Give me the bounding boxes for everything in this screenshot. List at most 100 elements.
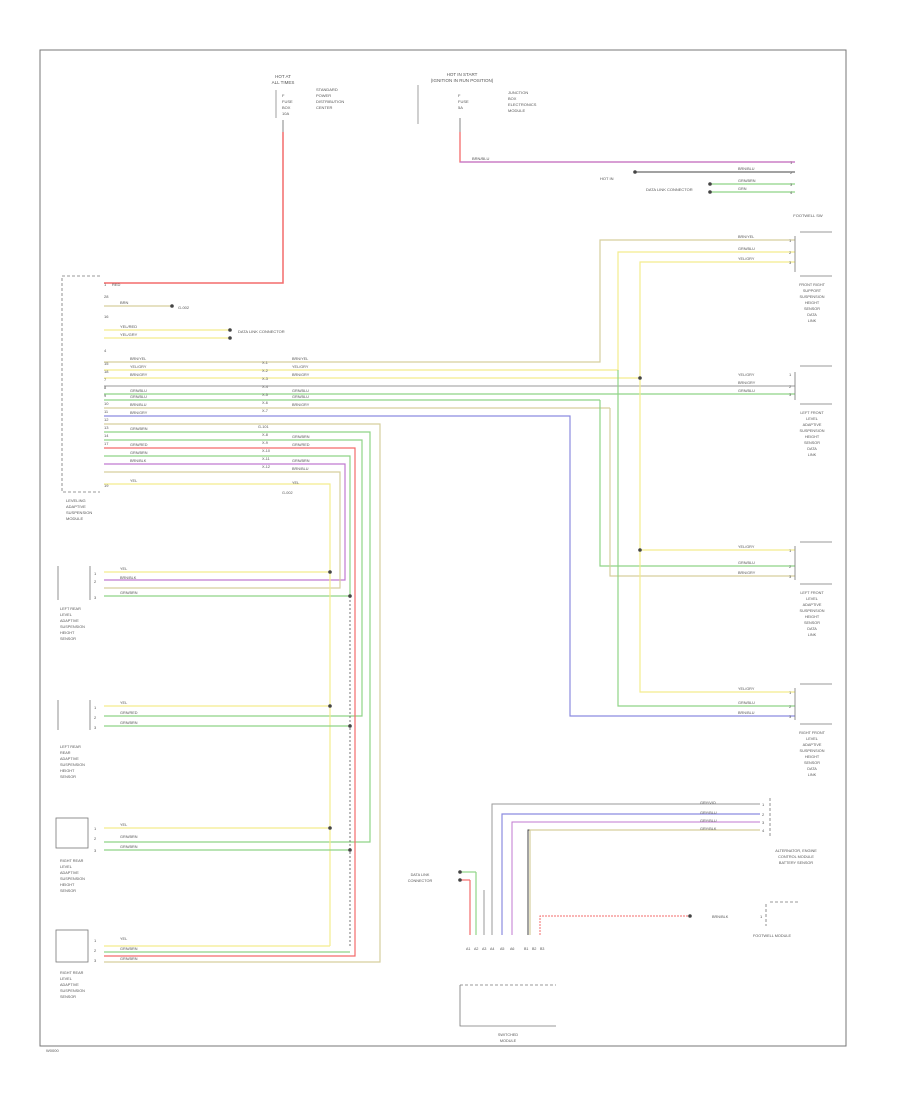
wire-label: GRN <box>738 187 747 191</box>
sensor-caption: SENSOR <box>804 761 820 765</box>
sensor-caption: HEIGHT <box>60 631 75 635</box>
bus-labels: 15 18 7 8 9 10 11 12 13 14 17 19 BRN/YEL… <box>104 357 310 495</box>
splice-dot <box>348 848 352 852</box>
wire-label: GRN/BLU <box>292 395 309 399</box>
sensor-caption: LEVEL <box>806 417 818 421</box>
sensor-caption: RIGHT REAR <box>60 971 84 975</box>
wire-label: BRN/BLK <box>120 576 137 580</box>
connector-caption: CONTROL MODULE <box>778 855 814 859</box>
fuse-hot-at-all-times: HOT AT ALL TIMES F FUSE BOX 10A STANDARD… <box>272 74 344 132</box>
wire-label: GRN/BRN <box>120 845 138 849</box>
main-bus <box>104 239 795 963</box>
pin-number: 10 <box>104 401 109 406</box>
bus-wire <box>104 447 356 957</box>
sensor-caption: SENSOR <box>60 995 76 999</box>
wire-label: GRN/BRN <box>292 435 310 439</box>
pin-number: 1 <box>789 372 792 377</box>
wire-label: BRN/GRY <box>292 373 310 377</box>
sensor-caption: LINK <box>808 633 817 637</box>
wire-label: GRN/BRN <box>292 459 310 463</box>
sensor-caption: SUSPENSION <box>60 625 85 629</box>
sensor-caption: ADAPTIVE <box>803 603 822 607</box>
sensor-caption: HEIGHT <box>60 769 75 773</box>
splice-dot <box>328 570 332 574</box>
module-caption: SWITCHED <box>498 1033 519 1037</box>
pin-number: B2 <box>532 947 536 951</box>
splice-id: X-3 <box>262 377 268 381</box>
pin-number: 9 <box>104 393 107 398</box>
sensor-caption: SENSOR <box>60 637 76 641</box>
wire-label: BRN/BLU <box>738 167 755 171</box>
splice-id: X-12 <box>262 465 270 469</box>
wire-blue <box>501 813 760 935</box>
pin-number: 4 <box>762 828 765 833</box>
module-outline <box>61 275 100 493</box>
hot-label: HOT IN <box>600 176 614 181</box>
sensor-caption: SUSPENSION <box>800 749 825 753</box>
ground-label: G-101 <box>258 425 269 429</box>
data-link-label: CONNECTOR <box>408 879 433 883</box>
wire-label: YEL/GRY <box>738 257 755 261</box>
pin-number: 2 <box>790 170 793 175</box>
wire-label: BRN/GRY <box>130 373 148 377</box>
connector-caption: BATTERY SENSOR <box>779 861 813 865</box>
sensor-caption: SENSOR <box>804 621 820 625</box>
wire-label: YEL <box>120 823 127 827</box>
pin-number: 2 <box>94 948 97 953</box>
wire-label: GRN/RED <box>120 711 138 715</box>
pin-number: 3 <box>789 392 792 397</box>
fuse-hot-in-start: HOT IN START (IGNITION IN RUN POSITION) … <box>417 72 537 132</box>
pin-number: 2 <box>789 250 792 255</box>
wire-label: BRN/YEL <box>130 357 146 361</box>
fuse-label: FUSE <box>458 99 469 104</box>
wire-red-dashed <box>539 915 690 935</box>
sensor-caption: LEVEL <box>806 737 818 741</box>
pin-number: 2 <box>94 836 97 841</box>
splice-id: X-5 <box>262 393 268 397</box>
ground-label: G-002 <box>282 491 293 495</box>
sensor-outline <box>794 683 832 725</box>
pin-number: A4 <box>490 947 494 951</box>
wire-label: YEL/GRY <box>738 373 755 377</box>
pin-number: 4 <box>104 348 107 353</box>
bus-wire <box>609 408 795 577</box>
sensor-caption: SENSOR <box>60 775 76 779</box>
pin-number: 2 <box>762 812 765 817</box>
fuse-heading-line: (IGNITION IN RUN POSITION) <box>431 78 494 83</box>
connector-caption: ALTERNATOR, ENGINE <box>775 849 817 853</box>
sensor-outline <box>55 929 89 963</box>
sensor-caption: LEVEL <box>60 977 72 981</box>
splice-id: X-4 <box>262 385 268 389</box>
ground-dot <box>170 304 174 308</box>
diagram-frame <box>39 49 847 1047</box>
sensor-caption: SUSPENSION <box>60 877 85 881</box>
pin-number: 17 <box>104 441 109 446</box>
wire-label: BRN/YEL <box>738 235 754 239</box>
wire-red-top <box>459 132 795 163</box>
sensor-caption: SUSPENSION <box>800 295 825 299</box>
wire-label: GRN/BRN <box>120 835 138 839</box>
wire-dark <box>527 829 760 935</box>
wire-label: GRY/BLU <box>700 811 717 815</box>
splice-dot <box>638 548 642 552</box>
bus-wire <box>639 550 795 693</box>
pin-number: 1 <box>790 160 793 165</box>
pin-number: 19 <box>104 483 109 488</box>
wire-label: GRY/BLU <box>700 819 717 823</box>
wire-label: YEL/RED <box>120 324 137 329</box>
sensor-caption: LEFT FRONT <box>800 591 824 595</box>
splice-dot <box>348 724 352 728</box>
pin-number: 12 <box>104 417 109 422</box>
fuse-desc: JUNCTION <box>508 90 528 95</box>
left-sensor-3: 1 2 3 YEL GRN/BRN GRN/BRN RIGHT REAR LEV… <box>55 817 352 893</box>
wire-label: GRN/BLU <box>738 701 755 705</box>
wire-label: BRN/BLU <box>292 467 309 471</box>
pin-number: 1 <box>94 938 97 943</box>
pin-number: 1 <box>104 282 107 287</box>
module-caption: LEVELING <box>66 498 86 503</box>
sensor-caption: LEFT REAR <box>60 607 81 611</box>
bus-wire <box>104 455 351 597</box>
sensor-caption: SUSPENSION <box>60 763 85 767</box>
pin-number: 3 <box>762 820 765 825</box>
wire-label: GRN/BLU <box>738 389 755 393</box>
